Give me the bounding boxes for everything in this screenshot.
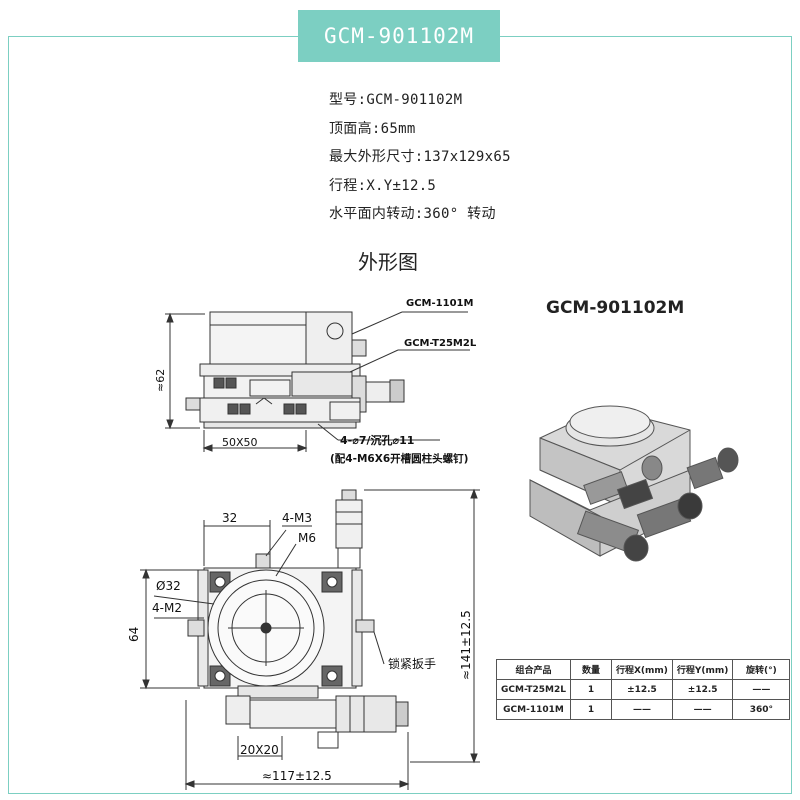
table-header: 行程Y(mm)	[671, 659, 734, 680]
side-screw-note: (配4-M6X6开槽圆柱头螺钉)	[330, 452, 468, 465]
side-height-dim: ≈62	[154, 369, 167, 392]
table-cell: 360°	[732, 699, 791, 720]
table-cell: ——	[610, 699, 673, 720]
spec-max-dims: 最大外形尺寸:137x129x65	[329, 149, 511, 165]
table-cell: 1	[569, 699, 612, 720]
section-title: 外形图	[358, 250, 418, 274]
table-cell: ——	[671, 699, 734, 720]
spec-model: 型号:GCM-901102M	[329, 92, 463, 108]
side-label-top: GCM-1101M	[406, 298, 473, 309]
spec-travel: 行程:X.Y±12.5	[329, 177, 437, 194]
table-header: 旋转(°)	[732, 659, 791, 680]
top-label-m6: M6	[298, 531, 316, 545]
top-lock-label: 锁紧扳手	[388, 656, 436, 671]
table-cell: ±12.5	[610, 679, 673, 700]
spec-list: 型号:GCM-901102M 顶面高:65mm 最大外形尺寸:137x129x6…	[329, 86, 511, 229]
top-label-m2: 4-M2	[152, 601, 182, 615]
top-dim-141: ≈141±12.5	[459, 610, 473, 680]
table-cell: ±12.5	[671, 679, 734, 700]
top-dim-117: ≈117±12.5	[262, 769, 332, 783]
table-cell: GCM-T25M2L	[496, 679, 571, 700]
spec-top-height: 顶面高:65mm	[329, 120, 416, 137]
side-hole-note: 4-⌀7/沉孔⌀11	[340, 433, 414, 447]
table-row: GCM-1101M 1 —— —— 360°	[496, 699, 791, 720]
top-dim-32: 32	[222, 511, 237, 525]
table-cell: 1	[569, 679, 612, 700]
table-cell: ——	[732, 679, 791, 700]
product-photo	[529, 405, 739, 562]
table-header: 数量	[569, 659, 612, 680]
table-header-row: 组合产品 数量 行程X(mm) 行程Y(mm) 旋转(°)	[496, 659, 791, 680]
side-view-drawing	[165, 311, 470, 452]
page-title: GCM-901102M	[298, 10, 500, 62]
table-row: GCM-T25M2L 1 ±12.5 ±12.5 ——	[496, 679, 791, 700]
side-width-dim: 50X50	[222, 436, 258, 449]
top-view-drawing	[140, 488, 480, 790]
side-label-mid: GCM-T25M2L	[404, 338, 477, 349]
top-dim-20: 20X20	[240, 743, 279, 757]
table-header: 行程X(mm)	[610, 659, 673, 680]
spec-rotation: 水平面内转动:360° 转动	[329, 206, 496, 222]
table-cell: GCM-1101M	[496, 699, 571, 720]
top-dim-64: 64	[127, 627, 141, 642]
top-label-m3: 4-M3	[282, 511, 312, 525]
top-label-d32: Ø32	[156, 579, 181, 593]
product-model-label: GCM-901102M	[546, 298, 685, 318]
table-header: 组合产品	[496, 659, 571, 680]
combination-table: 组合产品 数量 行程X(mm) 行程Y(mm) 旋转(°) GCM-T25M2L…	[496, 659, 791, 720]
